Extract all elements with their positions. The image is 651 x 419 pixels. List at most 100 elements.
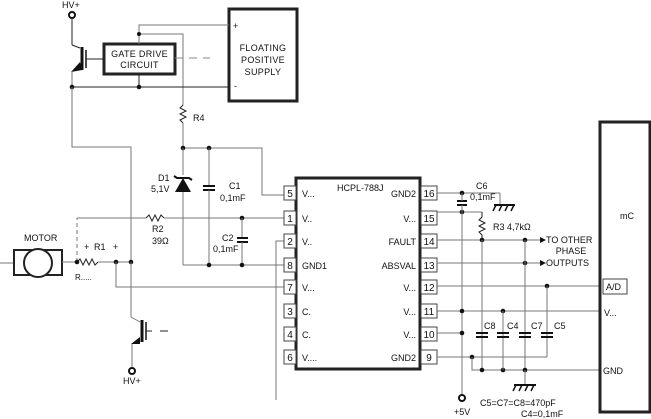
pin-label: C. — [302, 330, 311, 340]
pin-number: 3 — [287, 307, 293, 318]
ic-pin-4: 4 C. — [283, 326, 311, 342]
pin-label: V.. — [302, 214, 312, 224]
hv-bottom-terminal: HV+ — [123, 367, 141, 386]
pin-label: V... — [302, 283, 315, 293]
pin-label: GND1 — [302, 261, 327, 271]
svg-text:GATE DRIVE: GATE DRIVE — [111, 49, 168, 59]
igbt-top-icon — [71, 18, 104, 87]
svg-text:-: - — [234, 81, 237, 91]
c2-capacitor: C2 0,1mF — [213, 218, 248, 265]
svg-text:CIRCUIT: CIRCUIT — [120, 60, 159, 70]
mcu-ad-pin: A/D — [606, 282, 622, 292]
svg-text:PHASE: PHASE — [556, 246, 587, 256]
r2-resistor: R2 39Ω — [145, 213, 169, 246]
floating-positive-supply: FLOATING POSITIVE SUPPLY + - — [227, 7, 299, 103]
pin-number: 1 — [287, 214, 293, 225]
svg-text:5,1V: 5,1V — [151, 184, 170, 194]
chip-part-number: HCPL-788J — [337, 183, 384, 193]
pin-label: V... — [403, 307, 416, 317]
pin-number: 7 — [287, 283, 293, 294]
ic-pin-6: 6 V.... — [283, 349, 317, 365]
motor-icon: MOTOR — [0, 233, 63, 278]
svg-text:R3 4,7kΩ: R3 4,7kΩ — [493, 222, 531, 232]
pin-number: 14 — [423, 237, 435, 248]
c5-capacitor: C5 — [541, 286, 566, 357]
cap-values-note: C5=C7=C8=470pF — [480, 398, 556, 408]
pin-label: V... — [403, 283, 416, 293]
hcpl-788j-chip: HCPL-788J — [294, 176, 422, 371]
svg-text:R1: R1 — [94, 242, 106, 252]
svg-text:+: + — [233, 21, 238, 31]
r3-resistor: R3 4,7kΩ — [477, 212, 531, 240]
pin-number: 4 — [287, 330, 293, 341]
ic-pin-5: 5 V... — [283, 185, 315, 201]
svg-text:POSITIVE: POSITIVE — [241, 55, 285, 65]
pin-number: 12 — [423, 283, 435, 294]
ic-pin-15: 15 V... — [403, 210, 438, 226]
pin-number: 11 — [424, 307, 435, 318]
pin-number: 6 — [287, 353, 293, 364]
ic-right-pins: 16GND215V...14FAULT13ABSVAL12V...11V...1… — [382, 185, 438, 365]
r4-resistor: R4 — [178, 104, 205, 124]
c7-capacitor: C7 — [519, 321, 543, 338]
svg-text:C1: C1 — [229, 181, 241, 191]
pin-label: V... — [302, 189, 315, 199]
ic-pin-7: 7 V... — [283, 279, 315, 295]
svg-text:FLOATING: FLOATING — [240, 43, 287, 53]
svg-text:MOTOR: MOTOR — [24, 233, 58, 243]
pin-number: 15 — [423, 214, 435, 225]
c1-capacitor: C1 0,1mF — [203, 148, 246, 265]
pin-number: 5 — [287, 189, 293, 200]
svg-text:TO OTHER: TO OTHER — [546, 235, 593, 245]
svg-text:C8: C8 — [484, 321, 496, 331]
ic-pin-12: 12 V... — [403, 279, 438, 295]
svg-text:+: + — [84, 242, 89, 252]
r1-shunt-resistor: + R1 + R..... — [75, 242, 118, 282]
pin-label: V.. — [302, 237, 312, 247]
to-other-phase-outputs: TO OTHER PHASE OUTPUTS — [546, 235, 593, 268]
svg-text:C4: C4 — [507, 321, 519, 331]
pin-label: GND2 — [391, 353, 416, 363]
svg-text:OUTPUTS: OUTPUTS — [546, 258, 589, 268]
igbt-bottom-icon — [131, 320, 168, 370]
pin-label: V... — [403, 330, 416, 340]
ground-c6-icon — [492, 204, 515, 212]
microcontroller: mC A/D V... GND — [598, 120, 651, 414]
hv-top-terminal: HV+ — [62, 0, 80, 19]
pin-number: 16 — [423, 189, 435, 200]
pin-number: 8 — [287, 261, 293, 272]
gate-drive-circuit: GATE DRIVE CIRCUIT — [102, 42, 210, 76]
svg-text:D1: D1 — [158, 173, 170, 183]
svg-text:+5V: +5V — [454, 407, 470, 417]
mcu-vref-pin: V... — [604, 308, 617, 318]
pin-label: V... — [403, 214, 416, 224]
svg-text:+: + — [113, 242, 118, 252]
ic-pin-8: 8 GND1 — [283, 257, 327, 273]
pin-label: V.... — [302, 353, 317, 363]
pin-number: 13 — [423, 261, 435, 272]
c8-capacitor: C8 — [476, 321, 496, 338]
pin-number: 10 — [423, 330, 435, 341]
svg-text:0,1mF: 0,1mF — [220, 193, 246, 203]
svg-text:C2: C2 — [222, 233, 234, 243]
zener-d1-icon: D1 5,1V — [151, 148, 193, 265]
svg-text:mC: mC — [620, 211, 634, 221]
c4-value-note: C4=0,1mF — [521, 409, 564, 419]
svg-text:0,1mF: 0,1mF — [213, 244, 239, 254]
hv-top-label: HV+ — [62, 0, 80, 10]
ground-bottom-icon — [512, 384, 536, 392]
svg-text:C5: C5 — [554, 321, 566, 331]
plus5v-terminal: +5V — [454, 394, 470, 417]
svg-text:C6: C6 — [476, 181, 488, 191]
mcu-gnd-pin: GND — [603, 366, 624, 376]
svg-text:39Ω: 39Ω — [152, 236, 169, 246]
pin-number: 9 — [426, 353, 432, 364]
svg-text:HV+: HV+ — [123, 376, 141, 386]
